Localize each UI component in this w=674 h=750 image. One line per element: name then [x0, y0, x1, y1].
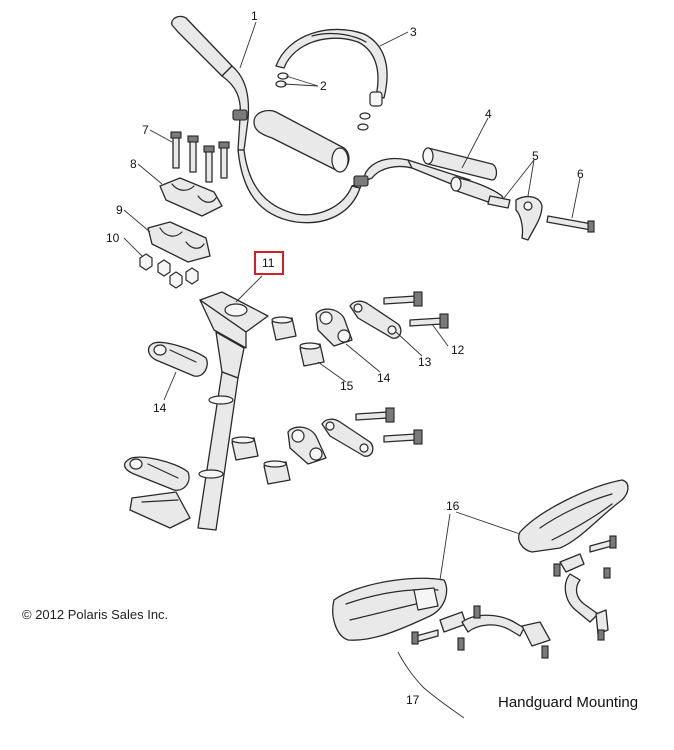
pivot-bolts-upper[interactable] [383, 291, 449, 329]
steering-column[interactable] [129, 291, 269, 531]
link-plate-upper[interactable] [349, 300, 402, 339]
callout-11-highlight [254, 251, 284, 275]
callout-3[interactable]: 3 [410, 25, 417, 39]
callout-2[interactable]: 2 [320, 79, 327, 93]
callout-11[interactable]: 11 [262, 256, 275, 270]
callout-17-brace [397, 651, 465, 719]
leader-lines [123, 21, 581, 581]
callout-14-right[interactable]: 14 [377, 371, 391, 385]
callout-15[interactable]: 15 [340, 379, 354, 393]
handguard-right[interactable] [518, 479, 629, 553]
handguard-right-mount[interactable] [553, 535, 617, 641]
link-plate-lower[interactable] [321, 418, 374, 457]
column-bracket-upper[interactable] [147, 341, 208, 377]
callout-7[interactable]: 7 [142, 123, 149, 137]
callout-16[interactable]: 16 [446, 499, 460, 513]
lower-handlebar-clamp[interactable] [147, 221, 211, 263]
callout-4[interactable]: 4 [485, 107, 492, 121]
pivot-bolts-lower[interactable] [355, 407, 423, 445]
crossbar-arc-pad[interactable] [275, 28, 388, 107]
pivot-clamp-upper[interactable] [315, 308, 353, 347]
callout-8[interactable]: 8 [130, 157, 137, 171]
callout-13[interactable]: 13 [418, 355, 432, 369]
spacer-bushings[interactable] [231, 316, 325, 485]
callout-1[interactable]: 1 [251, 9, 258, 23]
handlebar-grip-upper[interactable] [422, 147, 498, 181]
upper-handlebar-clamp[interactable] [159, 177, 223, 217]
callout-6[interactable]: 6 [577, 167, 584, 181]
callout-5[interactable]: 5 [532, 149, 539, 163]
handlebar[interactable] [171, 15, 471, 224]
clamp-bolts[interactable] [170, 131, 230, 183]
flange-nuts[interactable] [139, 253, 199, 289]
callout-14-left[interactable]: 14 [153, 401, 167, 415]
section-label-handguard-mounting: Handguard Mounting [498, 694, 639, 711]
copyright-notice: © 2012 Polaris Sales Inc. [22, 607, 169, 622]
callout-9[interactable]: 9 [116, 203, 123, 217]
pivot-clamp-lower[interactable] [287, 426, 327, 465]
brake-lever[interactable] [487, 195, 543, 241]
callout-10[interactable]: 10 [106, 231, 120, 245]
callout-12[interactable]: 12 [451, 343, 465, 357]
handguard-left-mount[interactable] [411, 605, 551, 659]
callout-17[interactable]: 17 [406, 693, 420, 707]
handguard-left[interactable] [332, 577, 448, 641]
pivot-bolt[interactable] [546, 215, 595, 233]
column-bracket-lower[interactable] [123, 456, 190, 491]
